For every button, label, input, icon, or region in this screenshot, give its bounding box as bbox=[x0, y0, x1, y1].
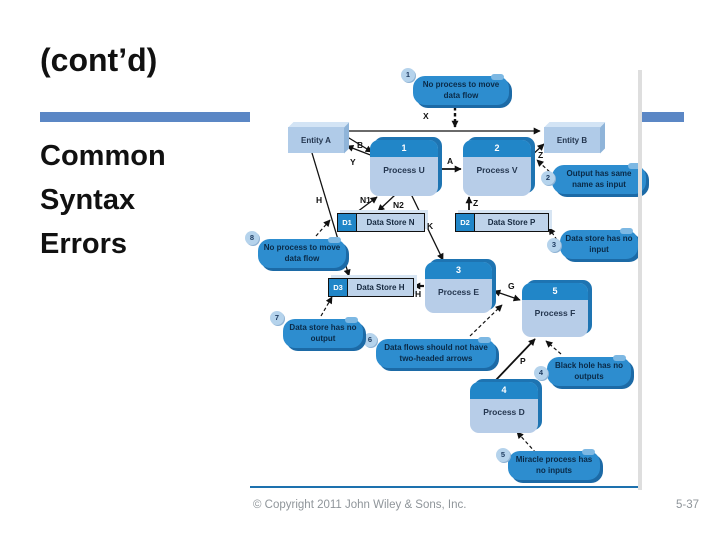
annotation-2-text: Output has same name as input bbox=[566, 169, 632, 189]
annotation-3-number: 3 bbox=[547, 238, 561, 252]
data-store-n-label: Data Store N bbox=[366, 218, 415, 227]
subtitle-line: Common bbox=[40, 140, 166, 172]
process-f-number: 5 bbox=[522, 283, 588, 300]
annotation-4-text: Black hole has no outputs bbox=[554, 361, 624, 381]
annotation-6: 6 Data flows should not have two-headed … bbox=[363, 333, 496, 368]
process-d-label: Process D bbox=[483, 407, 525, 417]
annotation-6-number: 6 bbox=[363, 333, 377, 347]
process-f-label: Process F bbox=[534, 308, 576, 318]
flow-label-k: K bbox=[427, 221, 434, 231]
flow-label-z-output: Z bbox=[538, 150, 544, 160]
annotation-3: 3 Data store has no input bbox=[547, 228, 638, 259]
process-v-number: 2 bbox=[463, 140, 531, 157]
flow-label-b: B bbox=[357, 140, 364, 150]
process-e: 3 Process E bbox=[425, 262, 492, 313]
process-d-number: 4 bbox=[470, 382, 538, 399]
annotation-4: 4 Black hole has no outputs bbox=[534, 355, 631, 386]
entity-a: Entity A bbox=[288, 127, 344, 153]
process-u-number: 1 bbox=[370, 140, 438, 157]
process-d: 4 Process D bbox=[470, 382, 538, 433]
annotation-1-text: No process to move data flow bbox=[422, 80, 500, 100]
data-store-p-label: Data Store P bbox=[487, 218, 536, 227]
entity-b-label: Entity B bbox=[556, 135, 588, 145]
process-u-label: Process U bbox=[383, 165, 425, 175]
data-store-p: D2 Data Store P bbox=[455, 213, 549, 232]
process-u: 1 Process U bbox=[370, 140, 438, 196]
data-store-n-id: D1 bbox=[338, 214, 357, 231]
annotation-5: 5 Miracle process has no inputs bbox=[496, 448, 600, 480]
entity-a-label: Entity A bbox=[301, 135, 331, 145]
data-store-h-label: Data Store H bbox=[356, 283, 405, 292]
page-number: 5-37 bbox=[676, 499, 700, 511]
flow-label-y: Y bbox=[350, 157, 356, 167]
flow-arrows bbox=[311, 107, 562, 454]
flow-label-p: P bbox=[520, 356, 526, 366]
data-store-h: D3 Data Store H bbox=[328, 278, 414, 297]
flow-label-z-store: Z bbox=[473, 198, 479, 208]
flow-label-h-entity: H bbox=[316, 195, 323, 205]
annotation-5-text: Miracle process has no inputs bbox=[515, 455, 593, 475]
annotation-8-number: 8 bbox=[245, 231, 259, 245]
data-store-n: D1 Data Store N bbox=[337, 213, 425, 232]
subtitle-line: Syntax bbox=[40, 184, 136, 216]
process-e-label: Process E bbox=[437, 287, 480, 297]
copyright-text: © Copyright 2011 John Wiley & Sons, Inc. bbox=[253, 499, 467, 511]
slide-footer: © Copyright 2011 John Wiley & Sons, Inc.… bbox=[0, 499, 720, 519]
annotation-7: 7 Data store has no output bbox=[270, 311, 363, 348]
process-e-number: 3 bbox=[425, 262, 492, 279]
flow-label-h-store: H bbox=[415, 289, 422, 299]
dfd-syntax-errors-diagram: Entity A Entity B 1 Process U 2 Process … bbox=[245, 65, 646, 490]
annotation-2: 2 Output has same name as input bbox=[541, 163, 646, 194]
annotation-5-number: 5 bbox=[496, 448, 510, 462]
annotation-2-number: 2 bbox=[541, 171, 555, 185]
annotation-6-text: Data flows should not have two-headed ar… bbox=[384, 343, 488, 363]
data-store-h-id: D3 bbox=[329, 279, 348, 296]
process-v-label: Process V bbox=[476, 165, 518, 175]
subtitle-line: Errors bbox=[40, 228, 128, 260]
data-store-p-id: D2 bbox=[456, 214, 475, 231]
annotation-8-text: No process to move data flow bbox=[263, 243, 341, 263]
annotation-7-number: 7 bbox=[270, 311, 284, 325]
flow-label-n2: N2 bbox=[393, 200, 404, 210]
flow-label-a: A bbox=[447, 156, 454, 166]
slide-title: (cont’d) bbox=[40, 42, 158, 78]
annotation-1: 1 No process to move data flow bbox=[401, 68, 509, 105]
annotation-7-text: Data store has no output bbox=[289, 323, 357, 343]
flow-label-x: X bbox=[423, 111, 429, 121]
annotation-4-number: 4 bbox=[534, 366, 548, 380]
annotation-8: 8 No process to move data flow bbox=[245, 231, 346, 268]
flow-label-g: G bbox=[508, 281, 515, 291]
entity-b: Entity B bbox=[544, 127, 600, 153]
process-v: 2 Process V bbox=[463, 140, 531, 196]
flow-label-n1: N1 bbox=[360, 195, 371, 205]
annotation-3-text: Data store has no input bbox=[565, 234, 633, 254]
process-f: 5 Process F bbox=[522, 283, 588, 337]
diagram-bottom-rule bbox=[250, 486, 642, 488]
annotation-1-number: 1 bbox=[401, 68, 415, 82]
diagram-edge-line bbox=[638, 70, 642, 490]
slide-subtitle: Common Syntax Errors bbox=[40, 134, 166, 266]
